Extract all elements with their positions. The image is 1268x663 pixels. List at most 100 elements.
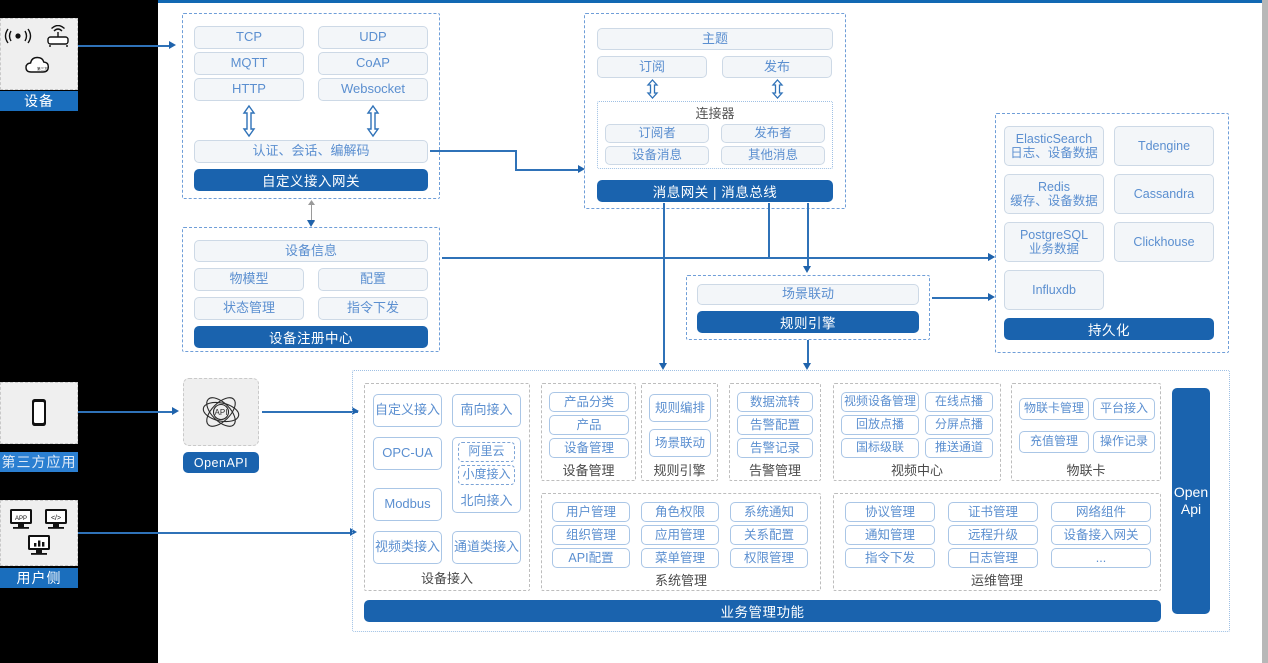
auth-session-codec-chip[interactable]: 认证、会话、编解码 [194, 140, 428, 163]
connector-device-message[interactable]: 设备消息 [605, 146, 709, 165]
om-command-dispatch[interactable]: 指令下发 [845, 548, 935, 568]
connector-other-message[interactable]: 其他消息 [721, 146, 825, 165]
om-command-dispatch-label: 指令下发 [864, 550, 915, 565]
thing-model-chip[interactable]: 物模型 [194, 268, 304, 291]
persistence-bar[interactable]: 持久化 [1004, 318, 1214, 340]
connector-openapi-to-business-arrow [352, 407, 359, 415]
dm-device-management[interactable]: 设备管理 [549, 438, 629, 458]
device-actor-label-text: 设备 [24, 93, 54, 109]
persistence-tdengine[interactable]: Tdengine [1114, 126, 1214, 166]
rule-engine-bar[interactable]: 规则引擎 [697, 311, 919, 333]
connector-publisher[interactable]: 发布者 [721, 124, 825, 143]
state-management-chip[interactable]: 状态管理 [194, 297, 304, 320]
message-bus-bar[interactable]: 消息网关 | 消息总线 [597, 180, 833, 202]
access-modbus[interactable]: Modbus [373, 488, 442, 521]
protocol-udp[interactable]: UDP [318, 26, 428, 49]
sm-menu-management[interactable]: 菜单管理 [641, 548, 719, 568]
om-remote-upgrade[interactable]: 远程升级 [948, 525, 1038, 545]
sm-system-notice[interactable]: 系统通知 [730, 502, 808, 522]
persistence-cassandra[interactable]: Cassandra [1114, 174, 1214, 214]
device-registry-bar[interactable]: 设备注册中心 [194, 326, 428, 348]
vc-online-vod[interactable]: 在线点播 [925, 392, 993, 412]
command-dispatch-chip[interactable]: 指令下发 [318, 297, 428, 320]
access-xiaodu[interactable]: 小度接入 [458, 465, 515, 485]
vc-push-channel[interactable]: 推送通道 [925, 438, 993, 458]
access-aliyun[interactable]: 阿里云 [458, 442, 515, 462]
ic-card-management-label: 物联卡管理 [1023, 401, 1084, 416]
am-alarm-config-label: 告警配置 [749, 417, 800, 432]
sm-org-management-label: 组织管理 [565, 527, 616, 542]
om-remote-upgrade-label: 远程升级 [967, 527, 1018, 542]
subscribe-chip[interactable]: 订阅 [597, 56, 707, 78]
protocol-mqtt[interactable]: MQTT [194, 52, 304, 75]
publish-chip[interactable]: 发布 [722, 56, 832, 78]
om-certificate-management[interactable]: 证书管理 [948, 502, 1038, 522]
re-scene-linkage[interactable]: 场景联动 [649, 429, 711, 457]
dm-device-management-label: 设备管理 [563, 440, 614, 455]
access-opcua[interactable]: OPC-UA [373, 437, 442, 470]
group-device-management-title-text: 设备管理 [562, 462, 615, 478]
am-alarm-config[interactable]: 告警配置 [737, 415, 813, 435]
sm-role-permission[interactable]: 角色权限 [641, 502, 719, 522]
ic-card-management[interactable]: 物联卡管理 [1019, 398, 1089, 420]
sm-permission-management[interactable]: 权限管理 [730, 548, 808, 568]
persistence-clickhouse[interactable]: Clickhouse [1114, 222, 1214, 262]
device-actor-label: 设备 [0, 91, 78, 111]
device-actor-box: 第三方 [0, 18, 78, 90]
vc-video-device-mgmt[interactable]: 视频设备管理 [841, 392, 919, 412]
access-custom[interactable]: 自定义接入 [373, 394, 442, 427]
svg-text:第三方: 第三方 [37, 66, 48, 71]
ic-operation-record[interactable]: 操作记录 [1093, 431, 1155, 453]
om-log-management[interactable]: 日志管理 [948, 548, 1038, 568]
om-more[interactable]: ... [1051, 548, 1151, 568]
connector-device-message-label: 设备消息 [631, 148, 682, 163]
om-network-component[interactable]: 网络组件 [1051, 502, 1151, 522]
access-channel-label: 通道类接入 [453, 539, 519, 555]
topic-chip[interactable]: 主题 [597, 28, 833, 50]
access-southbound[interactable]: 南向接入 [452, 394, 521, 427]
vc-gb-cascade[interactable]: 国标级联 [841, 438, 919, 458]
vc-playback-vod-label: 回放点播 [855, 417, 904, 432]
sm-app-management[interactable]: 应用管理 [641, 525, 719, 545]
persistence-group [995, 113, 1229, 353]
sm-relation-config[interactable]: 关系配置 [730, 525, 808, 545]
am-data-flow[interactable]: 数据流转 [737, 392, 813, 412]
sm-api-config[interactable]: API配置 [552, 548, 630, 568]
om-device-access-gateway[interactable]: 设备接入网关 [1051, 525, 1151, 545]
om-protocol-management[interactable]: 协议管理 [845, 502, 935, 522]
dm-product[interactable]: 产品 [549, 415, 629, 435]
persistence-influxdb[interactable]: Influxdb [1004, 270, 1104, 310]
custom-access-gateway-bar[interactable]: 自定义接入网关 [194, 169, 428, 191]
scene-linkage-chip[interactable]: 场景联动 [697, 284, 919, 305]
sm-org-management[interactable]: 组织管理 [552, 525, 630, 545]
openapi-label-bar[interactable]: OpenAPI [183, 452, 259, 473]
openapi-side-bar[interactable]: Open Api [1172, 388, 1210, 614]
protocol-coap[interactable]: CoAP [318, 52, 428, 75]
vc-playback-vod[interactable]: 回放点播 [841, 415, 919, 435]
vc-split-screen-vod[interactable]: 分屏点播 [925, 415, 993, 435]
ic-recharge-management[interactable]: 充值管理 [1019, 431, 1089, 453]
connector-subgroup-title-text: 连接器 [695, 105, 735, 121]
device-info-chip[interactable]: 设备信息 [194, 240, 428, 262]
protocol-websocket[interactable]: Websocket [318, 78, 428, 101]
om-notification-management[interactable]: 通知管理 [845, 525, 935, 545]
protocol-http[interactable]: HTTP [194, 78, 304, 101]
am-alarm-record[interactable]: 告警记录 [737, 438, 813, 458]
protocol-tcp[interactable]: TCP [194, 26, 304, 49]
access-video[interactable]: 视频类接入 [373, 531, 442, 564]
business-management-bar[interactable]: 业务管理功能 [364, 600, 1161, 622]
ic-platform-access[interactable]: 平台接入 [1093, 398, 1155, 420]
config-chip[interactable]: 配置 [318, 268, 428, 291]
sm-user-management[interactable]: 用户管理 [552, 502, 630, 522]
dm-product-category[interactable]: 产品分类 [549, 392, 629, 412]
connector-msg-to-rule [807, 203, 809, 268]
connector-subscriber[interactable]: 订阅者 [605, 124, 709, 143]
re-rule-orchestration-label: 规则编排 [654, 400, 705, 415]
group-rule-engine-title: 规则引擎 [641, 460, 718, 478]
re-rule-orchestration[interactable]: 规则编排 [649, 394, 711, 422]
access-channel[interactable]: 通道类接入 [452, 531, 521, 564]
